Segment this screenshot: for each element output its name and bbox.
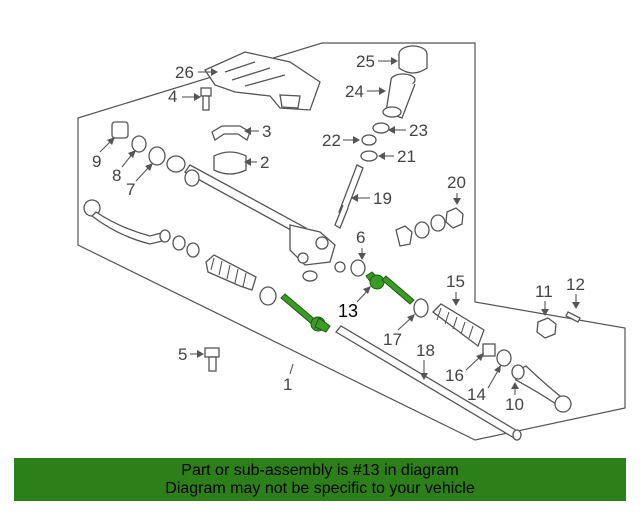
callout-19-label: 19 bbox=[373, 189, 392, 208]
callout-7: 7 bbox=[126, 163, 153, 199]
callout-5-label: 5 bbox=[178, 345, 187, 364]
callout-8-label: 8 bbox=[112, 166, 121, 185]
part-24-boot bbox=[382, 73, 416, 119]
callout-21: 21 bbox=[378, 147, 416, 166]
callout-3: 3 bbox=[244, 122, 271, 141]
part-14-nut bbox=[496, 349, 512, 367]
callout-26-label: 26 bbox=[175, 63, 194, 82]
part-11-nut bbox=[536, 317, 557, 339]
callout-20-label: 20 bbox=[447, 173, 466, 192]
callout-22: 22 bbox=[322, 131, 360, 150]
part-20-yoke bbox=[395, 207, 464, 247]
left-boot bbox=[205, 254, 277, 306]
part-22-ring bbox=[361, 134, 377, 146]
callout-23-label: 23 bbox=[409, 121, 428, 140]
part-13-inner-tie-rod-left bbox=[280, 293, 331, 333]
callout-10: 10 bbox=[505, 382, 524, 414]
callout-3-label: 3 bbox=[262, 122, 271, 141]
callout-12: 12 bbox=[566, 275, 585, 309]
part-18-rack bbox=[335, 325, 522, 441]
part-17-clamp bbox=[413, 298, 429, 318]
banner-line-1: Part or sub-assembly is #13 in diagram bbox=[181, 462, 459, 479]
part-12-pin bbox=[565, 311, 581, 323]
callout-25-label: 25 bbox=[356, 52, 375, 71]
callout-10-label: 10 bbox=[505, 395, 524, 414]
callout-6: 6 bbox=[356, 228, 366, 260]
callout-8: 8 bbox=[112, 150, 136, 185]
callout-11-label: 11 bbox=[535, 282, 553, 301]
callout-24: 24 bbox=[345, 82, 386, 101]
callout-23: 23 bbox=[388, 121, 428, 140]
callout-16-label: 16 bbox=[445, 366, 464, 385]
part-23-seal bbox=[372, 122, 390, 134]
part-6-plug bbox=[350, 259, 366, 277]
part-13-inner-tie-rod-right bbox=[365, 271, 415, 305]
part-8-washer bbox=[131, 135, 147, 153]
callout-1-label: 1 bbox=[283, 375, 292, 394]
callout-22-label: 22 bbox=[322, 131, 341, 150]
callout-25: 25 bbox=[356, 52, 398, 71]
part-5-bolt bbox=[204, 347, 220, 372]
left-tie-rod-end bbox=[83, 199, 200, 258]
part-19-pinion bbox=[334, 164, 364, 229]
callout-17: 17 bbox=[383, 314, 415, 349]
callout-11: 11 bbox=[535, 282, 553, 316]
callout-9-label: 9 bbox=[92, 152, 101, 171]
callout-4: 4 bbox=[168, 87, 201, 106]
banner-line-2: Diagram may not be specific to your vehi… bbox=[165, 480, 475, 497]
callout-16: 16 bbox=[445, 353, 484, 385]
callout-7-label: 7 bbox=[126, 180, 135, 199]
info-banner: Part or sub-assembly is #13 in diagram D… bbox=[14, 458, 626, 501]
part-15-right-boot bbox=[432, 303, 485, 348]
callout-5: 5 bbox=[178, 345, 204, 364]
part-10-tie-rod-end bbox=[511, 364, 572, 413]
part-1-rack-housing bbox=[166, 155, 346, 282]
callout-4-label: 4 bbox=[168, 87, 177, 106]
parts-diagram: 26 4 25 24 23 22 bbox=[77, 42, 626, 441]
part-3-clamp bbox=[211, 125, 251, 141]
callout-15-label: 15 bbox=[446, 272, 465, 291]
callout-12-label: 12 bbox=[566, 275, 585, 294]
part-4-bolt bbox=[200, 87, 212, 111]
callout-2-label: 2 bbox=[260, 153, 269, 172]
part-26-heat-shield bbox=[204, 51, 321, 111]
callout-18: 18 bbox=[416, 341, 435, 380]
callout-1: 1 bbox=[283, 363, 294, 394]
part-16-clip bbox=[482, 343, 496, 357]
callout-18-label: 18 bbox=[416, 341, 435, 360]
callout-13-label: 13 bbox=[338, 301, 358, 321]
part-9-nut bbox=[111, 121, 129, 139]
callout-17-label: 17 bbox=[383, 330, 402, 349]
callout-14: 14 bbox=[467, 365, 501, 404]
assembly-outline bbox=[77, 42, 626, 441]
part-7-ring bbox=[148, 146, 166, 166]
callout-21-label: 21 bbox=[397, 147, 416, 166]
part-21-washer bbox=[360, 150, 378, 162]
part-25-cap bbox=[398, 45, 428, 74]
callout-6-label: 6 bbox=[356, 228, 365, 247]
part-2-bushing bbox=[213, 151, 247, 175]
callout-14-label: 14 bbox=[467, 385, 486, 404]
callout-26: 26 bbox=[175, 63, 218, 82]
callout-2: 2 bbox=[244, 153, 269, 172]
callout-15: 15 bbox=[446, 272, 465, 306]
callout-24-label: 24 bbox=[345, 82, 364, 101]
callout-20: 20 bbox=[447, 173, 466, 205]
callout-13: 13 bbox=[338, 286, 371, 321]
callout-19: 19 bbox=[351, 189, 392, 208]
callout-9: 9 bbox=[92, 137, 115, 171]
